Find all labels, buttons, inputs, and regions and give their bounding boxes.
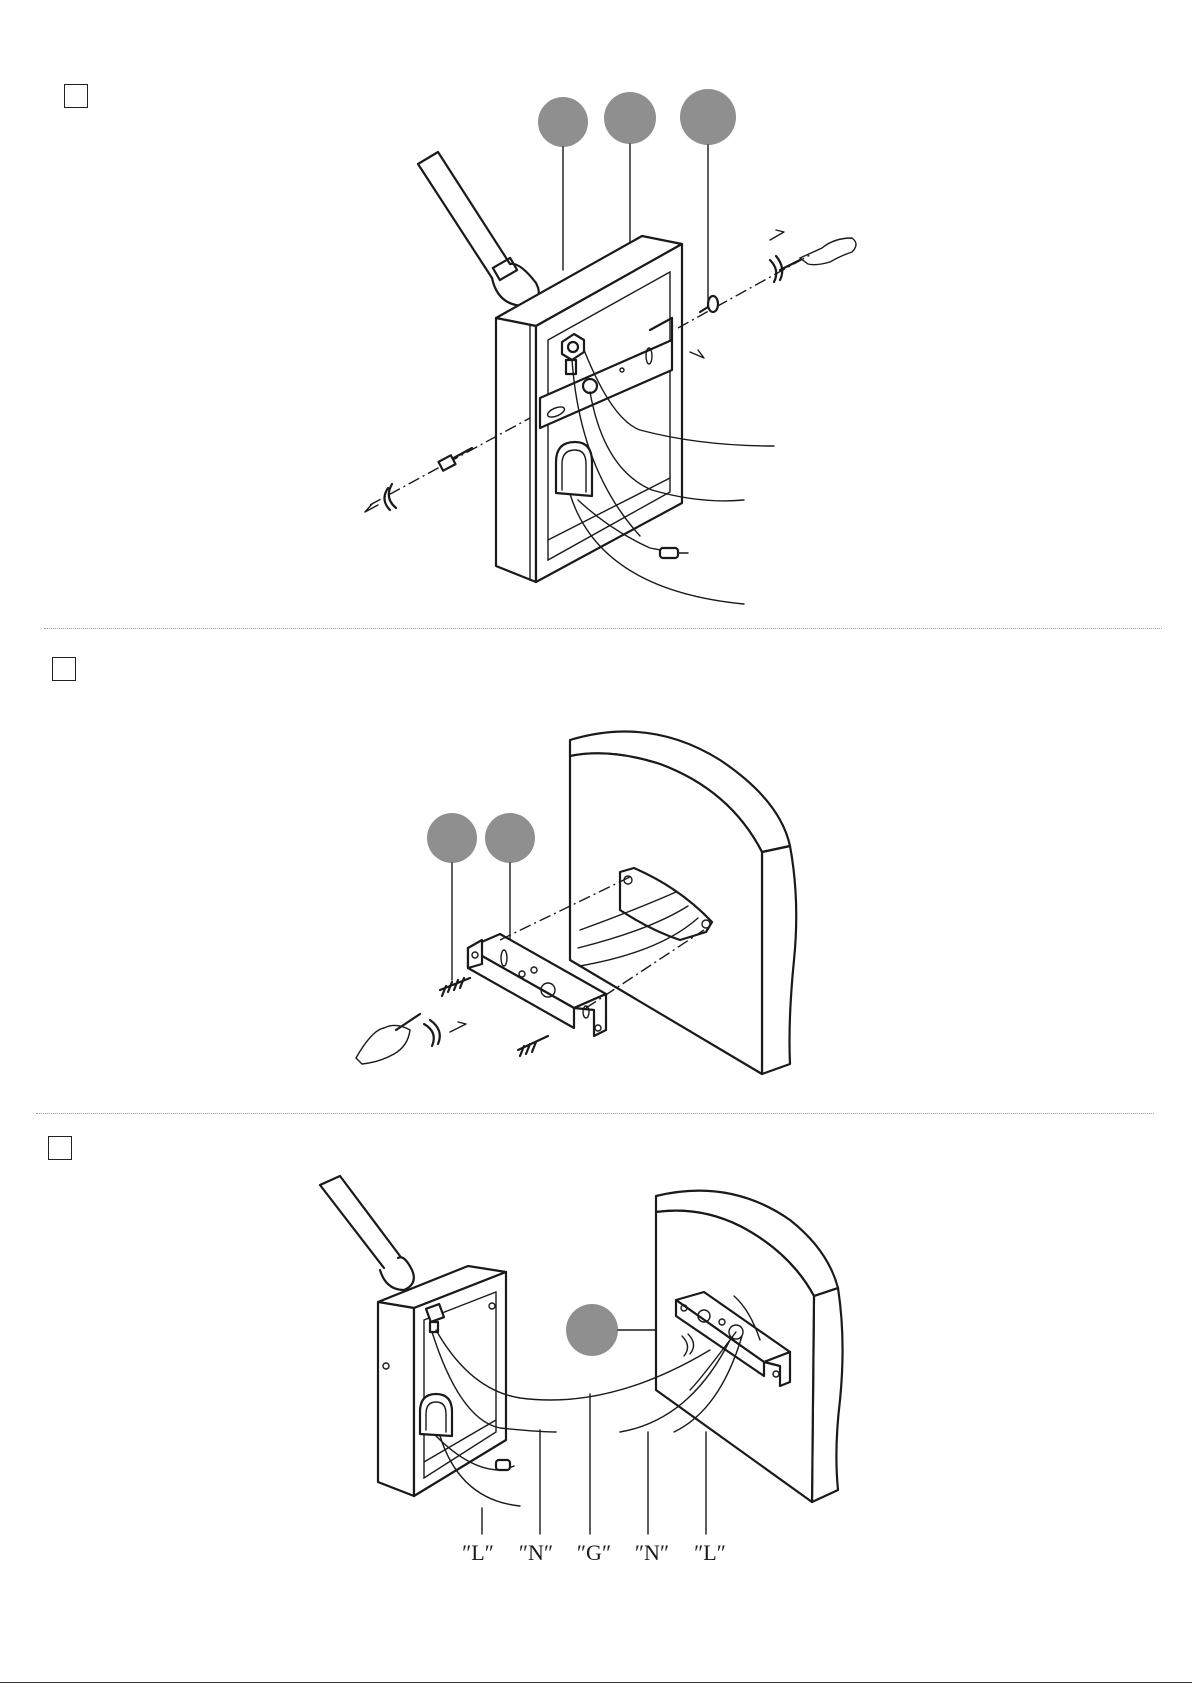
wire-label-n-left: ″N″ (519, 1540, 553, 1565)
wire-label-n-right: ″N″ (635, 1540, 669, 1565)
callout-1b (604, 92, 656, 144)
step-3-figure: ″L″ ″N″ ″G″ ″N″ ″L″ (320, 1176, 843, 1565)
wire-label-g: ″G″ (577, 1540, 611, 1565)
callout-2b (485, 813, 535, 863)
screw-2b (518, 1036, 548, 1056)
callout-1c (680, 89, 736, 145)
step-2-figure (356, 732, 796, 1074)
junction-box (496, 236, 682, 582)
wire-label-l-left: ″L″ (462, 1540, 494, 1565)
step-1-figure (365, 89, 856, 604)
wire-label-l-right: ″L″ (694, 1540, 726, 1565)
callout-3 (566, 1304, 618, 1356)
callout-1a (538, 97, 588, 147)
screw-2a (440, 978, 470, 996)
fixture-box-3 (378, 1266, 506, 1496)
callout-2a (427, 813, 477, 863)
hand-icon-2 (356, 1025, 410, 1064)
cable-conduit (418, 152, 510, 278)
hand-icon (800, 238, 856, 265)
